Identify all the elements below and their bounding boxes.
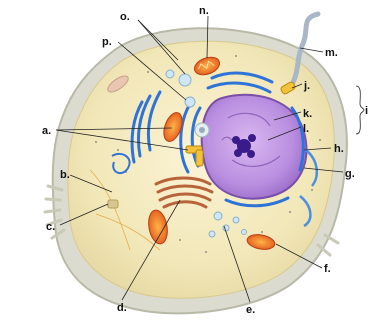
label-k: k. <box>303 108 312 120</box>
label-j: j. <box>303 80 310 92</box>
label-d: d. <box>117 302 127 314</box>
label-c: c. <box>46 221 55 233</box>
label-h: h. <box>334 143 344 155</box>
label-e: e. <box>246 304 255 316</box>
label-i: i <box>365 105 368 117</box>
label-g: g. <box>345 168 355 180</box>
label-l: l. <box>303 123 309 135</box>
label-p: p. <box>102 36 112 48</box>
label-f: f. <box>324 263 331 275</box>
label-o: o. <box>120 11 130 23</box>
label-a: a. <box>42 125 51 137</box>
label-b: b. <box>60 169 70 181</box>
nucleus <box>202 95 307 199</box>
bracket-i <box>356 86 364 134</box>
peroxisome <box>199 127 205 133</box>
microtubule-organizer <box>108 200 118 208</box>
label-n: n. <box>199 5 209 17</box>
label-m: m. <box>325 47 338 59</box>
